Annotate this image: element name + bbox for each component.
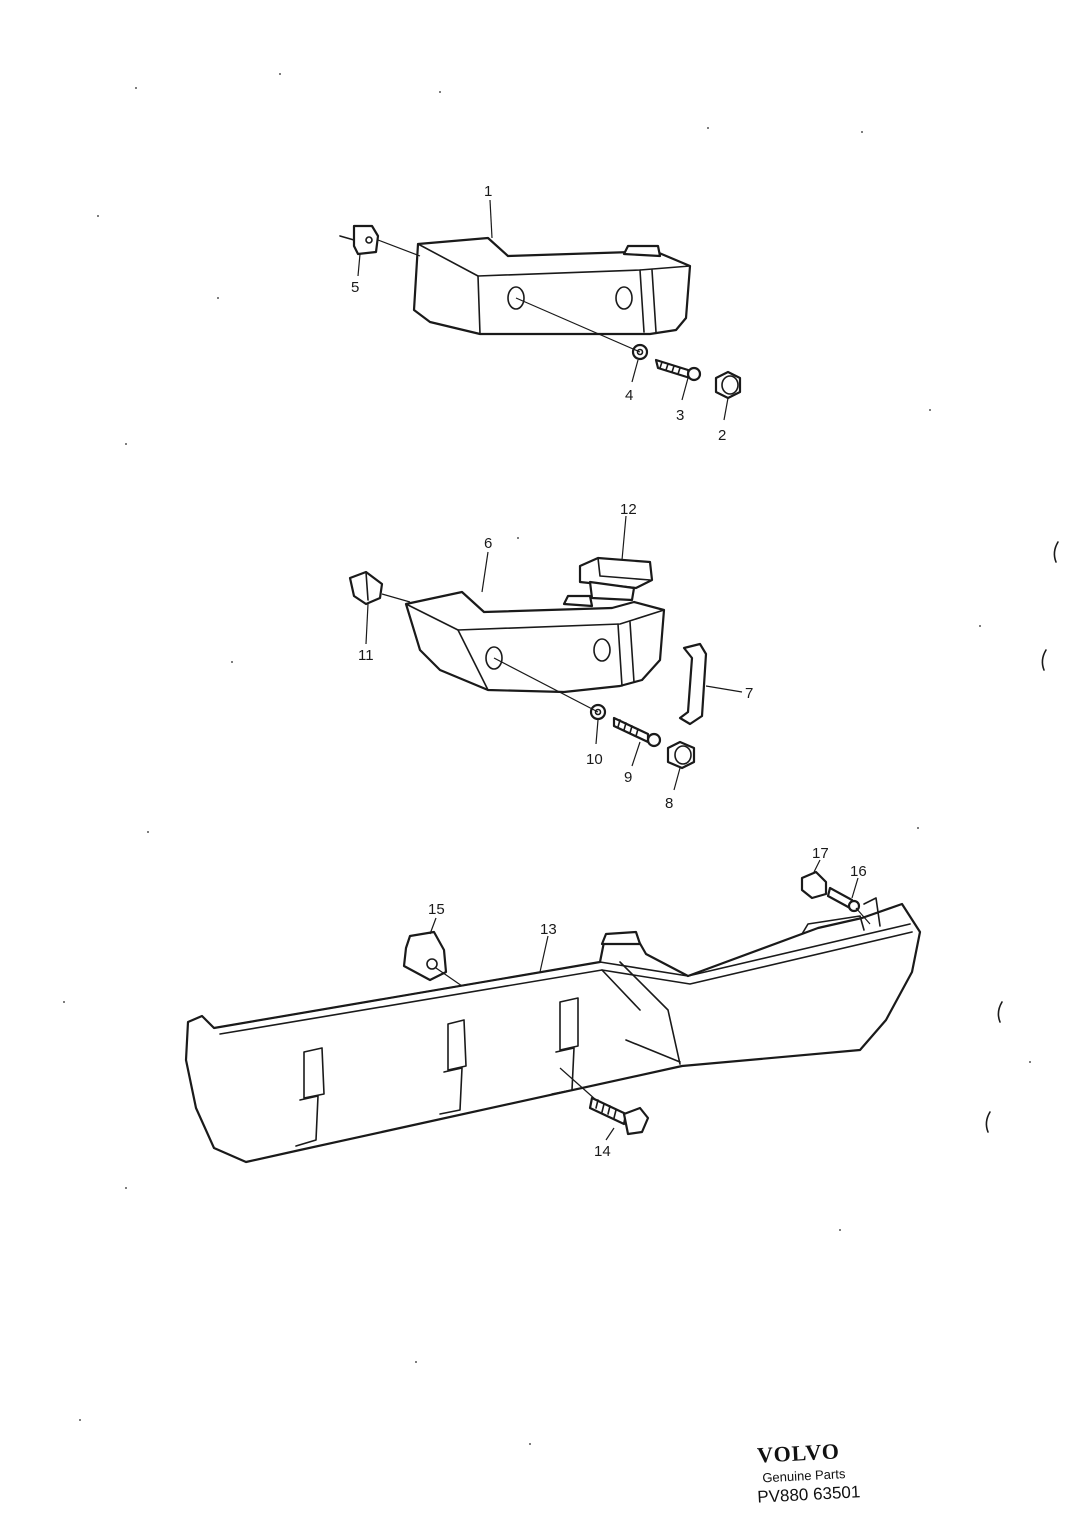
callout-labels: 1 2 3 4 5 6 7 8 9 10 11 12 13 14 15 16 1… bbox=[351, 183, 867, 1160]
callout-5: 5 bbox=[351, 279, 359, 296]
tray-part-13 bbox=[184, 902, 922, 1164]
slot bbox=[295, 1047, 325, 1147]
callout-4: 4 bbox=[625, 387, 633, 404]
callout-10: 10 bbox=[586, 751, 603, 768]
callout-3: 3 bbox=[676, 407, 684, 424]
slot bbox=[551, 997, 579, 1095]
armrest-assembly-upper bbox=[339, 199, 742, 421]
brand-logo: VOLVO bbox=[756, 1438, 840, 1467]
mounting-hole bbox=[485, 646, 503, 670]
mounting-hole bbox=[615, 286, 633, 310]
handle-part-7 bbox=[678, 642, 708, 726]
logo-subtitle: Genuine Parts bbox=[762, 1466, 846, 1485]
callout-8: 8 bbox=[665, 795, 673, 812]
callout-7: 7 bbox=[745, 685, 753, 702]
callout-1: 1 bbox=[484, 183, 492, 200]
mounting-hole bbox=[507, 286, 525, 310]
callout-11: 11 bbox=[358, 647, 374, 664]
mounting-hole bbox=[593, 638, 611, 662]
callout-9: 9 bbox=[624, 769, 632, 786]
armrest-assembly-middle bbox=[348, 515, 743, 791]
callout-14: 14 bbox=[594, 1143, 611, 1160]
armrest-part-1 bbox=[412, 236, 692, 336]
console-tray-assembly bbox=[184, 859, 922, 1164]
scan-specks bbox=[63, 73, 1059, 1445]
part-code: PV880 63501 bbox=[757, 1482, 861, 1506]
callout-15: 15 bbox=[428, 901, 445, 918]
callout-13: 13 bbox=[540, 921, 557, 938]
volvo-logo-block: VOLVO Genuine Parts PV880 63501 bbox=[756, 1438, 861, 1506]
slot bbox=[439, 1019, 467, 1115]
callout-6: 6 bbox=[484, 535, 492, 552]
armrest-part-6 bbox=[404, 590, 666, 694]
bracket-part-15 bbox=[402, 930, 448, 982]
callout-16: 16 bbox=[850, 863, 867, 880]
cap-part-2 bbox=[714, 370, 742, 400]
callout-2: 2 bbox=[718, 427, 726, 444]
nut-part-17 bbox=[800, 870, 828, 900]
callout-12: 12 bbox=[620, 501, 637, 518]
callout-17: 17 bbox=[812, 845, 829, 862]
